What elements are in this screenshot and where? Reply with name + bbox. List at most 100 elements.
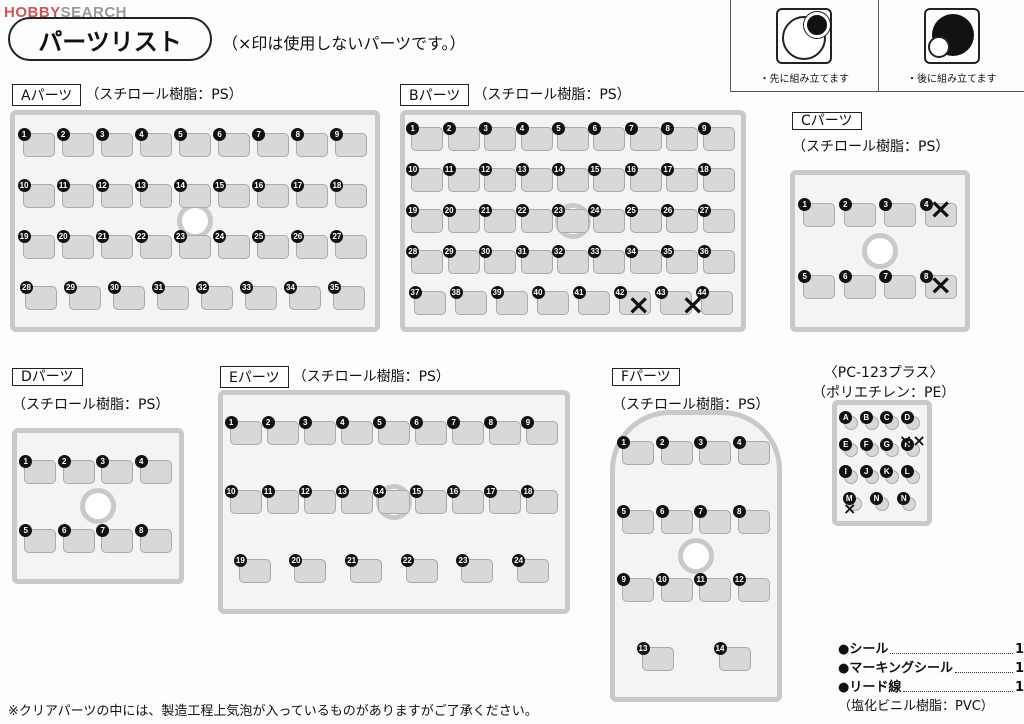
part-number-badge: 4 (134, 127, 148, 141)
part-number-badge: 6 (655, 504, 669, 518)
part-number-badge: 6 (410, 416, 424, 430)
part-number-badge: 2 (56, 127, 70, 141)
sprue-label: Aパーツ (12, 84, 82, 106)
sprue-part: 39 (490, 285, 528, 315)
legend-label: ・後に組み立てます (907, 74, 997, 85)
sprue-part: 13 (335, 484, 373, 514)
part-number-badge: 14 (713, 641, 727, 655)
part-number-badge: 13 (134, 178, 148, 192)
part-number-badge: 35 (328, 280, 341, 294)
sprue-material: （スチロール樹脂：PS） (612, 397, 770, 413)
part-number-badge: 10 (406, 163, 420, 177)
sprue-part: 23 (173, 229, 211, 259)
part-number-badge: 23 (551, 203, 565, 217)
part-number-badge: 3 (298, 416, 312, 430)
part-number-badge: 40 (531, 285, 545, 299)
part-number-badge: 34 (624, 244, 638, 258)
part-number-badge: 29 (442, 244, 456, 258)
part-number-badge: 7 (879, 270, 893, 283)
part-number-badge: L (900, 464, 914, 478)
sprue-part: 27 (330, 229, 368, 259)
sprue-part: 3 (298, 416, 336, 446)
sprue-part: 7 (694, 504, 732, 534)
part-number-badge: 5 (173, 127, 187, 141)
part-number-badge: 4 (732, 436, 746, 450)
part-number-badge: 32 (196, 280, 209, 294)
part-number-badge: 18 (697, 163, 711, 177)
sprue-f-header: Fパーツ（スチロール樹脂：PS） (612, 366, 769, 414)
part-number-badge: 5 (372, 416, 386, 430)
sprue-part: 15 (588, 163, 626, 193)
part-number-badge: 19 (233, 553, 247, 567)
part-number-badge: J (859, 464, 873, 478)
sprue-part: F (859, 437, 879, 457)
sprue-part: 14 (173, 178, 211, 208)
part-number-badge: 15 (410, 484, 424, 498)
part-number-badge: 44 (695, 285, 709, 299)
part-number-badge: 20 (56, 229, 70, 243)
part-number-badge: 9 (617, 573, 631, 587)
sprue-part: 23 (551, 203, 589, 233)
sprue-part: 4 (919, 198, 957, 227)
sprue-label: Bパーツ (400, 84, 470, 106)
sprue-part: 14 (713, 641, 751, 671)
sprue-part: 22 (515, 203, 553, 233)
unused-mark: × (929, 192, 953, 225)
part-number-badge: 14 (551, 163, 565, 177)
sprue-part: 25 (252, 229, 290, 259)
sprue-part: 8 (291, 127, 329, 157)
part-number-badge: 26 (661, 203, 675, 217)
sprue-part: 5 (19, 523, 57, 553)
sprue-part: 30 (479, 244, 517, 274)
sprue-part: M (842, 491, 862, 511)
sprue-part: 12 (298, 484, 336, 514)
part-number-badge: 7 (624, 122, 638, 136)
part-number-badge: 2 (261, 416, 275, 430)
sprue-part: 41 (572, 285, 610, 315)
sprue-part: 20 (56, 229, 94, 259)
sprue-part: 33 (588, 244, 626, 274)
sprue-part: 35 (328, 280, 365, 310)
sprue-part: 21 (479, 203, 517, 233)
sprue-part: 32 (196, 280, 233, 310)
part-number-badge: 8 (732, 504, 746, 518)
part-number-badge: 23 (173, 229, 187, 243)
sprue-part: 11 (442, 163, 480, 193)
sprue-part: 4 (515, 122, 553, 152)
sprue-part: 14 (372, 484, 410, 514)
sprue-part: 28 (406, 244, 444, 274)
sprue-part: 19 (17, 229, 55, 259)
part-number-badge: 12 (732, 573, 746, 587)
part-number-badge: 8 (134, 523, 148, 537)
part-number-badge: 13 (636, 641, 650, 655)
part-number-badge: 11 (694, 573, 708, 587)
part-number-badge: 5 (798, 270, 812, 283)
sprue-part: 2 (442, 122, 480, 152)
sprue-part: 17 (661, 163, 699, 193)
part-number-badge: 12 (95, 178, 109, 192)
assemble-first-icon (776, 8, 833, 64)
sprue-part: 3 (879, 198, 917, 227)
sprue-part: 19 (233, 553, 271, 583)
part-number-badge: 3 (694, 436, 708, 450)
sprue-part: 36 (697, 244, 735, 274)
sprue-part: 24 (213, 229, 251, 259)
sprue-part: 12 (95, 178, 133, 208)
part-number-badge: 20 (289, 553, 303, 567)
sprue-part: 3 (694, 436, 732, 466)
sprue-part: D (900, 410, 920, 430)
sprue-c-header: Cパーツ（スチロール樹脂：PS） (792, 110, 949, 156)
sprue-part: J (859, 464, 879, 484)
part-number-badge: 11 (261, 484, 275, 498)
sprue-part: 34 (624, 244, 662, 274)
sprue-part: 4 (134, 454, 172, 484)
part-number-badge: 22 (134, 229, 148, 243)
part-number-badge: 10 (224, 484, 238, 498)
sprue-part: 11 (694, 573, 732, 603)
part-number-badge: 8 (919, 270, 933, 283)
part-number-badge: 30 (479, 244, 493, 258)
part-number-badge: 9 (521, 416, 535, 430)
part-number-badge: 29 (64, 280, 77, 294)
sprue-part: 9 (617, 573, 655, 603)
part-number-badge: 27 (697, 203, 711, 217)
